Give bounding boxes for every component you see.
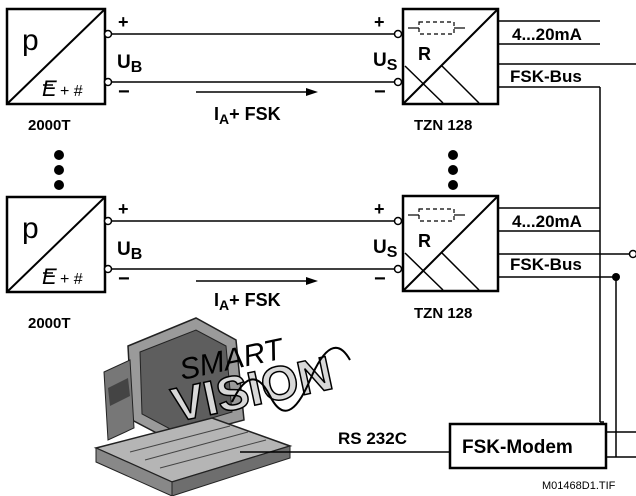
ub-label: UB — [117, 239, 142, 263]
transmitter-e-label: E — [42, 76, 57, 101]
transmitter-name: 2000T — [28, 117, 71, 134]
terminal-plus-left — [103, 216, 113, 226]
pc-illustration: SMART VISION — [93, 317, 351, 496]
terminal-plus-right — [393, 216, 403, 226]
minus-left-label: − — [118, 81, 130, 103]
plus-right-label: + — [374, 12, 385, 32]
output-fsk-bus-label: FSK-Bus — [510, 67, 582, 86]
logo-signal-wave — [231, 347, 351, 412]
converter-name: TZN 128 — [414, 117, 472, 134]
ub-label: UB — [117, 52, 142, 76]
output-current-label: 4...20mA — [512, 212, 582, 231]
terminal-minus-right — [393, 264, 403, 274]
loop-unit-2: p E + # 2000T + − UB + − US IA+ FSK — [5, 194, 636, 332]
converter-name: TZN 128 — [414, 305, 472, 322]
figure-id: M01468D1.TIF — [542, 480, 616, 492]
plus-left-label: + — [118, 12, 129, 32]
transmitter-plus-hash: + # — [60, 83, 83, 100]
minus-right-label: − — [374, 81, 386, 103]
current-arrow-head — [306, 88, 318, 96]
transmitter-e-label: E — [42, 264, 57, 289]
minus-right-label: − — [374, 268, 386, 290]
minus-left-label: − — [118, 268, 130, 290]
converter-r-label: R — [418, 231, 431, 251]
us-label: US — [373, 237, 398, 261]
terminal-minus-left — [103, 77, 113, 87]
terminal-plus-left — [103, 29, 113, 39]
terminal-minus-left — [103, 264, 113, 274]
plus-right-label: + — [374, 199, 385, 219]
converter-r-label: R — [418, 44, 431, 64]
transmitter-p-label: p — [22, 24, 39, 57]
output-current-label: 4...20mA — [512, 25, 582, 44]
terminal-plus-right — [393, 29, 403, 39]
converter-tzn128-1: R TZN 128 — [401, 7, 500, 134]
transmitter-2000t-2: p E + # 2000T — [5, 195, 107, 332]
output-fsk-bus-label: FSK-Bus — [510, 255, 582, 274]
transmitter-p-label: p — [22, 212, 39, 245]
transmitter-plus-hash: + # — [60, 271, 83, 288]
transmitter-2000t-1: p E + # 2000T — [5, 7, 107, 134]
current-label: IA+ FSK — [214, 290, 281, 313]
current-arrow-head — [306, 277, 318, 285]
ellipsis-left — [54, 150, 64, 190]
fsk-modem: FSK-Modem — [448, 422, 608, 470]
current-label: IA+ FSK — [214, 104, 281, 127]
terminal-minus-right — [393, 77, 403, 87]
modem-label: FSK-Modem — [462, 437, 573, 458]
plus-left-label: + — [118, 199, 129, 219]
transmitter-name: 2000T — [28, 315, 71, 332]
ellipsis-right — [448, 150, 458, 190]
open-terminal — [628, 249, 636, 259]
us-label: US — [373, 50, 398, 74]
rs232-label: RS 232C — [338, 429, 407, 448]
converter-tzn128-2: R TZN 128 — [401, 194, 500, 322]
loop-unit-1: p E + # 2000T + − UB + − US IA+ FSK — [5, 7, 636, 422]
